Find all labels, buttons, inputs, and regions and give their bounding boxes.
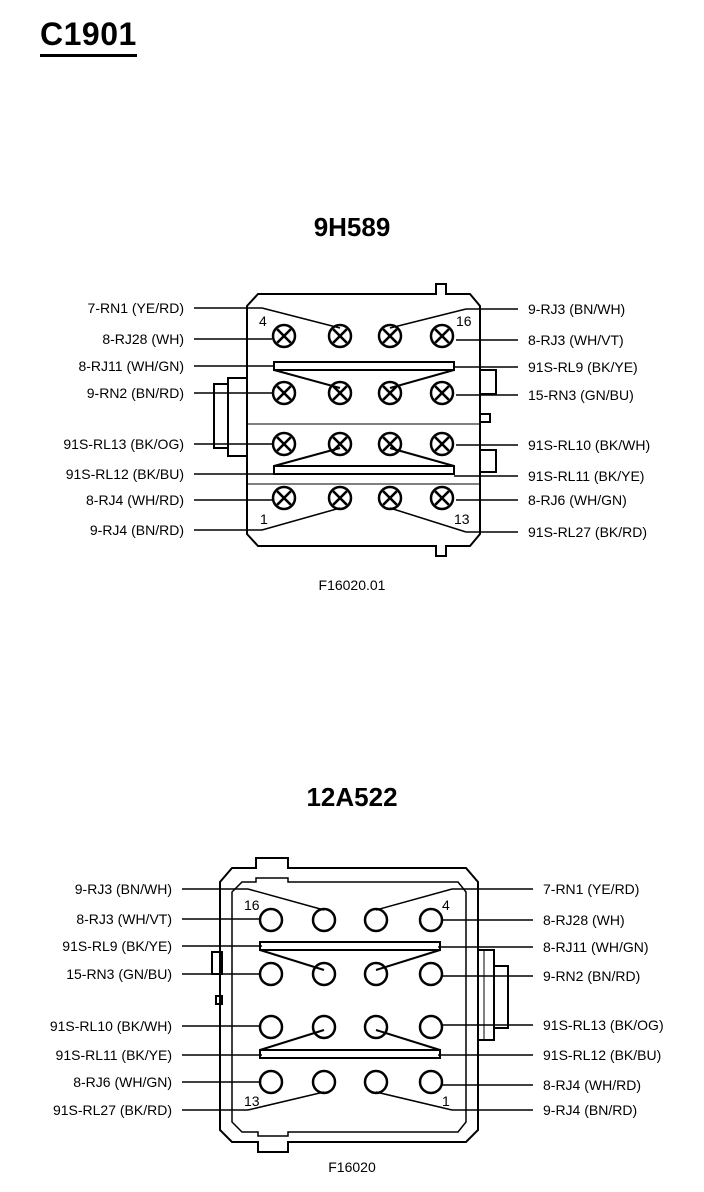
leader-line [247,888,325,911]
leader-line [389,507,467,533]
pin-cavity [377,431,403,457]
wire-label-right: 91S-RL11 (BK/YE) [528,468,644,484]
wire-label-left: 8-RJ28 (WH) [102,331,184,347]
wire-label-right: 91S-RL27 (BK/RD) [528,524,647,540]
wire-label-right: 91S-RL13 (BK/OG) [543,1017,664,1033]
pin-cavity [311,961,337,987]
connector-2-pin-number: 16 [244,897,260,913]
wire-label-left: 91S-RL10 (BK/WH) [50,1018,172,1034]
pin-cavity [429,323,455,349]
leader-line [375,888,453,911]
pin-cavity [258,961,284,987]
wire-label-right: 15-RN3 (GN/BU) [528,387,634,403]
connector-2-pin-number: 1 [442,1093,450,1109]
wire-label-right: 8-RJ4 (WH/RD) [543,1077,641,1093]
connector-2-separator-top [259,941,441,971]
pin-cavity [418,1014,444,1040]
leader-line [375,1091,453,1111]
connector-1-figure-id: F16020.01 [318,577,386,593]
wire-label-left: 91S-RL13 (BK/OG) [63,436,184,452]
pin-cavity [258,1069,284,1095]
connector-1-housing [213,283,497,557]
wire-label-right: 8-RJ6 (WH/GN) [528,492,627,508]
page-title: C1901 [40,18,137,57]
pin-cavity [377,485,403,511]
connector-2-separator-bottom [259,1029,441,1059]
wire-label-left: 9-RN2 (BN/RD) [87,385,184,401]
wire-label-right: 9-RJ4 (BN/RD) [543,1102,637,1118]
wire-label-left: 91S-RL9 (BK/YE) [62,938,172,954]
pin-cavity [429,380,455,406]
pin-cavity [271,323,297,349]
pin-cavity [377,323,403,349]
wire-label-left: 8-RJ4 (WH/RD) [86,492,184,508]
wire-label-left: 91S-RL11 (BK/YE) [56,1047,172,1063]
wire-label-left: 91S-RL27 (BK/RD) [53,1102,172,1118]
connector-1-left-labels: 7-RN1 (YE/RD) 8-RJ28 (WH) 8-RJ11 (WH/GN) 9-… [63,300,184,538]
pin-cavity [327,380,353,406]
leader-line [247,1091,325,1111]
pin-cavity [258,1014,284,1040]
pin-cavity [311,907,337,933]
connector-2-left-labels: 9-RJ3 (BN/WH) 8-RJ3 (WH/VT) 91S-RL9 (BK/YE… [50,881,172,1118]
pin-cavity [377,380,403,406]
leader-line [261,507,341,531]
wire-label-left: 7-RN1 (YE/RD) [88,300,184,316]
leader-line [261,307,341,329]
connector-1-pin-number: 13 [454,511,470,527]
pin-cavity [271,485,297,511]
connector-1-pin-number: 1 [260,511,268,527]
connector-1-name: 9H589 [313,212,391,242]
pin-cavity [363,1014,389,1040]
wire-label-right: 91S-RL9 (BK/YE) [528,359,638,375]
connector-1-separator-bottom [273,447,455,475]
connector-1-leaders [194,307,518,533]
pin-cavity [363,907,389,933]
pin-cavity [418,961,444,987]
wire-label-left: 15-RN3 (GN/BU) [66,966,172,982]
wire-label-right: 8-RJ3 (WH/VT) [528,332,624,348]
pin-cavity [311,1014,337,1040]
pin-cavity [327,431,353,457]
wire-label-left: 8-RJ11 (WH/GN) [78,358,184,374]
connector-1-pins [271,323,455,511]
leader-line [389,308,467,329]
wire-label-right: 8-RJ28 (WH) [543,912,625,928]
pin-cavity [363,961,389,987]
connector-2-pin-number: 4 [442,897,450,913]
pin-cavity [429,485,455,511]
pin-cavity [271,431,297,457]
pin-cavity [258,907,284,933]
connector-1-right-labels: 9-RJ3 (BN/WH) 8-RJ3 (WH/VT) 91S-RL9 (BK/YE… [528,301,650,540]
wire-label-right: 9-RN2 (BN/RD) [543,968,640,984]
pin-cavity [418,907,444,933]
pin-cavity [429,431,455,457]
pin-cavity [363,1069,389,1095]
connector-2-right-labels: 7-RN1 (YE/RD) 8-RJ28 (WH) 8-RJ11 (WH/GN) 9-… [543,881,664,1118]
connector-1-pin-number: 16 [456,313,472,329]
pin-cavity [271,380,297,406]
wire-label-right: 9-RJ3 (BN/WH) [528,301,625,317]
pin-cavity [327,485,353,511]
connector-2-figure-id: F16020 [328,1159,376,1175]
wire-label-right: 8-RJ11 (WH/GN) [543,939,649,955]
connector-2-name: 12A522 [306,782,398,812]
wire-label-left: 8-RJ6 (WH/GN) [73,1074,172,1090]
pin-cavity [311,1069,337,1095]
connector-2-leaders [182,888,533,1111]
connector-1-pin-number: 4 [259,313,267,329]
connector-2-pins [258,907,444,1095]
connector-2-pin-number: 13 [244,1093,260,1109]
wire-label-left: 9-RJ4 (BN/RD) [90,522,184,538]
connector-1-separator-top [273,361,455,389]
wire-label-right: 91S-RL10 (BK/WH) [528,437,650,453]
wire-label-right: 91S-RL12 (BK/BU) [543,1047,661,1063]
wire-label-right: 7-RN1 (YE/RD) [543,881,639,897]
pin-cavity [418,1069,444,1095]
wire-label-left: 91S-RL12 (BK/BU) [66,466,184,482]
wire-label-left: 9-RJ3 (BN/WH) [75,881,172,897]
pin-cavity [327,323,353,349]
wire-label-left: 8-RJ3 (WH/VT) [76,911,172,927]
